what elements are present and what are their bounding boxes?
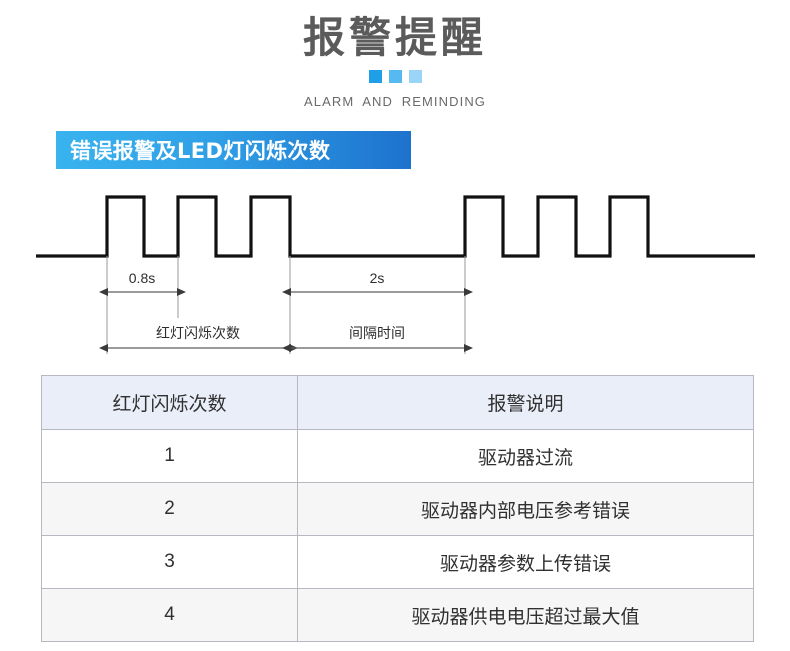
table-row: 2 驱动器内部电压参考错误: [41, 482, 754, 536]
cell-description: 驱动器过流: [297, 429, 754, 483]
cell-description: 驱动器内部电压参考错误: [297, 482, 754, 536]
cell-description: 驱动器参数上传错误: [297, 535, 754, 589]
waveform-path: [36, 195, 755, 258]
alarm-code-table: 红灯闪烁次数 报警说明 1 驱动器过流 2 驱动器内部电压参考错误 3 驱动器参…: [41, 375, 754, 642]
page-title: 报警提醒: [302, 13, 487, 62]
square-3-icon: [408, 70, 422, 84]
cell-blink-count: 1: [41, 429, 298, 483]
section-banner-label: 错误报警及LED灯闪烁次数: [70, 139, 331, 163]
table-row: 4 驱动器供电电压超过最大值: [41, 588, 754, 642]
column-header-blink-count: 红灯闪烁次数: [41, 375, 298, 430]
column-header-description: 报警说明: [297, 375, 754, 430]
cell-blink-count: 3: [41, 535, 298, 589]
table-row: 1 驱动器过流: [41, 429, 754, 483]
cell-description: 驱动器供电电压超过最大值: [297, 588, 754, 642]
square-2-icon: [388, 70, 402, 84]
table-header-row: 红灯闪烁次数 报警说明: [41, 375, 754, 430]
led-blink-waveform-diagram: 0.8s 2s 红灯闪烁次数 间隔时间: [0, 178, 790, 363]
cell-blink-count: 2: [41, 482, 298, 536]
decorative-squares: [0, 70, 790, 84]
dimension-label-pulse-width: 0.8s: [129, 270, 155, 286]
page-header: 报警提醒 ALARM AND REMINDING: [0, 0, 790, 109]
section-banner: 错误报警及LED灯闪烁次数: [56, 131, 411, 169]
dimension-label-interval-span: 间隔时间: [349, 326, 405, 342]
cell-blink-count: 4: [41, 588, 298, 642]
dimension-label-interval: 2s: [370, 270, 385, 286]
square-1-icon: [368, 70, 382, 84]
dimension-label-blink-span: 红灯闪烁次数: [156, 326, 240, 342]
page-subtitle: ALARM AND REMINDING: [303, 94, 487, 110]
table-row: 3 驱动器参数上传错误: [41, 535, 754, 589]
